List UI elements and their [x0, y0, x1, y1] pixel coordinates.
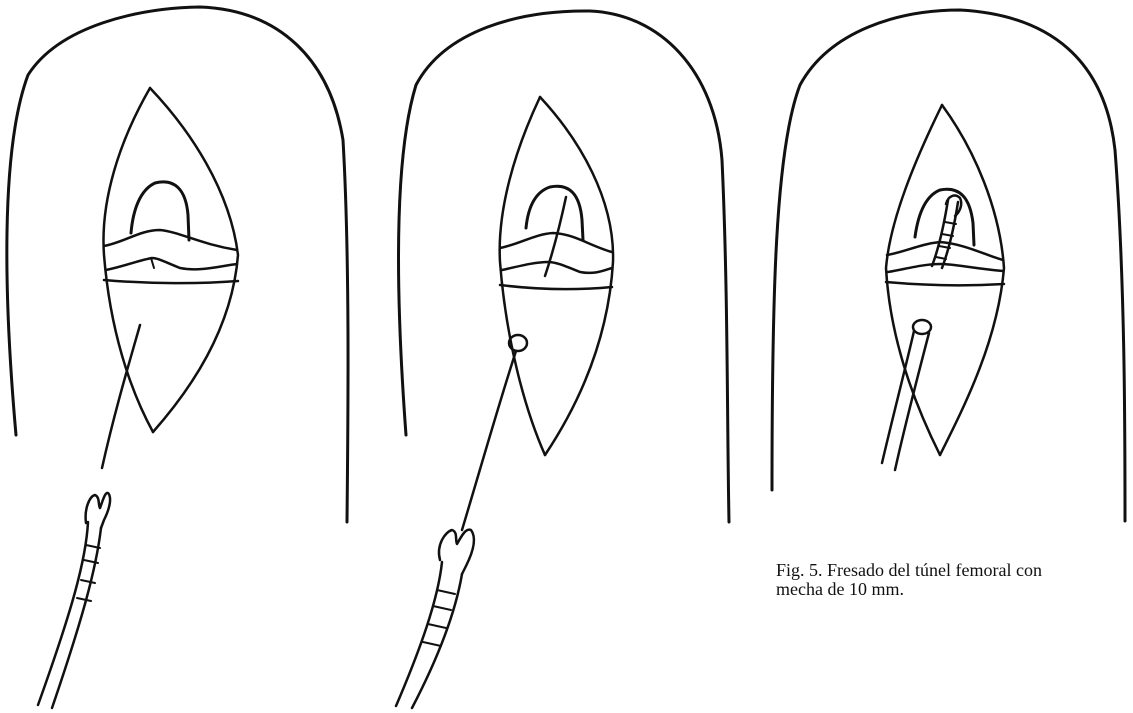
- panel-2-drill-band: [437, 590, 455, 594]
- panel-1-drill-band: [77, 598, 91, 601]
- figure-caption: Fig. 5. Fresado del túnel femoral con me…: [776, 561, 1128, 599]
- panel-2-articular-line-lower: [502, 262, 612, 273]
- panel-2-guide-wire-through-notch: [396, 11, 729, 708]
- panel-2-drill-band: [433, 606, 451, 610]
- panel-2-guide-wire: [462, 351, 516, 530]
- panel-3-incision-right: [940, 105, 1004, 455]
- panel-1-articular-line-lower: [106, 258, 237, 270]
- panel-1-articular-line-upper: [104, 230, 237, 250]
- figure-caption-line-1: Fig. 5. Fresado del túnel femoral con: [776, 561, 1128, 580]
- panel-2-drill-instrument: [396, 530, 474, 708]
- panel-1-notch-arch: [131, 182, 189, 240]
- panel-1-knee-outline: [7, 7, 348, 522]
- panel-2-drill-band: [423, 642, 441, 646]
- panel-1-guide-wire-insertion: [7, 7, 348, 708]
- panel-3-reamer-shaft-left: [882, 331, 914, 463]
- panel-1-drill-band: [81, 580, 95, 583]
- panel-1-notch-mark: [151, 258, 154, 268]
- panel-1-drill-shaft-right: [52, 528, 101, 708]
- panel-2-incision-right: [540, 97, 613, 455]
- figure-caption-line-2: mecha de 10 mm.: [776, 580, 1128, 599]
- panel-3-femoral-tunnel: [932, 196, 961, 268]
- panel-3-tibial-tunnel-entry: [913, 320, 931, 334]
- panel-3-tibial-line: [886, 282, 1004, 285]
- panel-2-incision-left: [500, 97, 545, 455]
- panel-1-drill-tip: [86, 493, 110, 528]
- panel-1-tibial-line: [104, 280, 238, 283]
- panel-2-drill-shaft-left: [396, 562, 442, 706]
- panel-2-drill-tip: [439, 530, 474, 574]
- panel-3-articular-line-lower: [888, 264, 1003, 272]
- panel-1-guide-wire: [102, 325, 140, 468]
- panel-3-femoral-tunnel-drilling: [772, 10, 1125, 521]
- panel-2-drill-band: [428, 624, 446, 628]
- panel-2-tibial-line: [500, 285, 612, 289]
- panel-3-incision-left: [886, 105, 942, 455]
- panel-1-drill-instrument: [38, 493, 110, 708]
